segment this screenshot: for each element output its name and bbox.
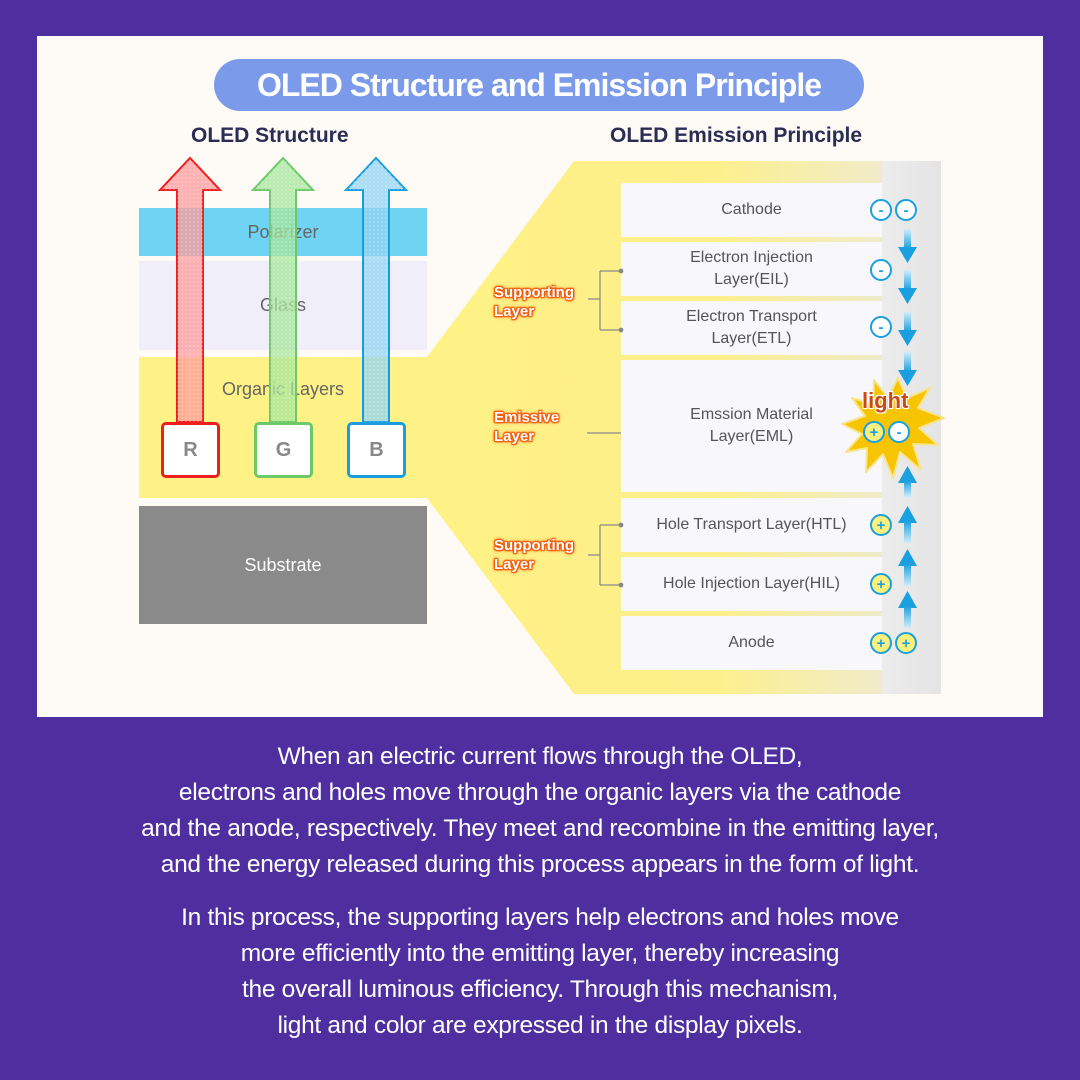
layer-label: Glass: [259, 295, 306, 315]
tag-emissive-layer: Emissive Layer: [494, 409, 560, 445]
structure-heading: OLED Structure: [191, 124, 349, 147]
caption-line: electrons and holes move through the org…: [178, 779, 902, 806]
layer-eml: Emssion Material Layer(EML): [621, 360, 882, 492]
layer-label: Electron Transport Layer(ETL): [686, 308, 817, 347]
emission-heading: OLED Emission Principle: [610, 124, 863, 147]
caption-paragraph-1: When an electric current flows through t…: [0, 739, 1080, 883]
caption-line: When an electric current flows through t…: [277, 743, 803, 770]
layer-glass: Glass: [139, 261, 427, 350]
electron-icon: -: [895, 199, 917, 221]
layer-etl: Electron Transport Layer(ETL): [621, 301, 882, 355]
tag-supporting-layer-upper: Supporting Layer: [494, 284, 574, 320]
tag-supporting-layer-lower: Supporting Layer: [494, 537, 574, 573]
hole-icon: +: [870, 573, 892, 595]
caption-line: and the anode, respectively. They meet a…: [141, 815, 939, 842]
caption-line: In this process, the supporting layers h…: [181, 904, 899, 931]
title-banner: OLED Structure and Emission Principle: [214, 59, 864, 111]
layer-substrate: Substrate: [139, 506, 427, 624]
layer-label: Substrate: [244, 554, 322, 575]
layer-cathode: Cathode: [621, 183, 882, 237]
electron-icon: -: [888, 421, 910, 443]
subpixel-green: G: [254, 422, 313, 478]
layer-label: Emssion Material Layer(EML): [690, 406, 813, 445]
layer-label: Electron Injection Layer(EIL): [690, 249, 813, 288]
electron-icon: -: [870, 199, 892, 221]
electron-icon: -: [870, 316, 892, 338]
caption-paragraph-2: In this process, the supporting layers h…: [0, 900, 1080, 1044]
hole-icon: +: [870, 514, 892, 536]
subpixel-blue: B: [347, 422, 406, 478]
layer-polarizer: Polarizer: [139, 208, 427, 256]
caption-line: and the energy released during this proc…: [160, 851, 920, 878]
layer-label: Hole Injection Layer(HIL): [663, 575, 840, 592]
hole-icon: +: [870, 632, 892, 654]
layer-htl: Hole Transport Layer(HTL): [621, 498, 882, 552]
layer-hil: Hole Injection Layer(HIL): [621, 557, 882, 611]
layer-label: Cathode: [721, 201, 782, 218]
layer-label: Polarizer: [247, 221, 319, 242]
subpixel-red: R: [161, 422, 220, 478]
caption-line: the overall luminous efficiency. Through…: [242, 976, 838, 1003]
caption-line: more efficiently into the emitting layer…: [240, 940, 840, 967]
layer-eil: Electron Injection Layer(EIL): [621, 242, 882, 296]
layer-anode: Anode: [621, 616, 882, 670]
electron-icon: -: [870, 259, 892, 281]
layer-label: Hole Transport Layer(HTL): [656, 516, 847, 533]
hole-icon: +: [863, 421, 885, 443]
layer-label: Anode: [728, 634, 775, 651]
caption-line: light and color are expressed in the dis…: [277, 1012, 803, 1039]
hole-icon: +: [895, 632, 917, 654]
layer-label: Organic Layers: [221, 379, 345, 399]
light-label: light: [862, 388, 909, 413]
